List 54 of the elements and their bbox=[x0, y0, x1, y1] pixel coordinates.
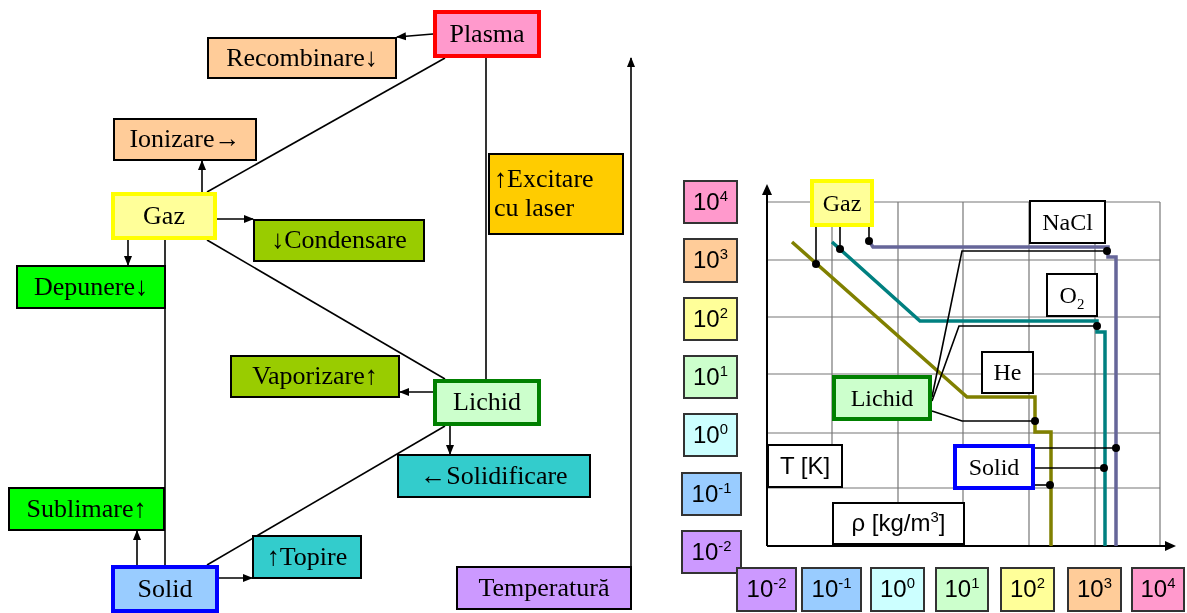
phase-curve bbox=[830, 240, 1107, 546]
connector-line bbox=[485, 57, 487, 380]
substance-label-box: He bbox=[981, 351, 1034, 394]
process-box: Sublimare↑ bbox=[8, 487, 165, 531]
process-box: Depunere↓ bbox=[16, 265, 166, 309]
state-box: Plasma bbox=[433, 10, 541, 58]
tick-box: 10$^{-1}$ bbox=[681, 472, 742, 516]
state-box: Gaz bbox=[111, 192, 217, 240]
connector-line bbox=[206, 57, 446, 193]
process-box: ↓Condensare bbox=[253, 219, 425, 262]
leader-line bbox=[931, 410, 1039, 425]
tick-box: 10$^{4}$ bbox=[1131, 567, 1185, 612]
connector-line bbox=[206, 425, 446, 566]
process-box: Vaporizare↑ bbox=[230, 355, 400, 398]
tick-box: 10$^{-2}$ bbox=[681, 530, 742, 574]
tick-box: 10$^{2}$ bbox=[683, 297, 738, 341]
tick-box: 10$^{0}$ bbox=[870, 567, 925, 612]
arrow bbox=[133, 530, 141, 566]
arrow bbox=[627, 57, 635, 567]
process-box: ↑Topire bbox=[252, 535, 362, 579]
tick-box: 10$^{1}$ bbox=[683, 355, 738, 399]
leader-line bbox=[1034, 481, 1054, 489]
tick-box: 10$^{-2}$ bbox=[736, 567, 797, 612]
state-box: Solid bbox=[111, 565, 219, 613]
connector-line bbox=[206, 239, 446, 380]
tick-box: 10$^{4}$ bbox=[683, 180, 738, 224]
state-box: Lichid bbox=[433, 379, 541, 426]
axis-label-box: Temperatură bbox=[456, 566, 632, 610]
tick-box: 10$^{3}$ bbox=[1067, 567, 1122, 612]
tick-box: 10$^{2}$ bbox=[1000, 567, 1055, 612]
arrow bbox=[446, 425, 454, 455]
tick-box: 10$^{3}$ bbox=[683, 238, 738, 283]
phase-label-box: Solid bbox=[953, 444, 1035, 490]
arrow bbox=[396, 32, 434, 41]
tick-box: 10$^{-1}$ bbox=[801, 567, 862, 612]
tick-box: 10$^{1}$ bbox=[935, 567, 989, 612]
process-box: ↑Excitare cu laser bbox=[488, 153, 624, 235]
arrow bbox=[216, 215, 254, 223]
process-box: Ionizare→ bbox=[113, 118, 257, 161]
arrow bbox=[218, 574, 253, 582]
arrow bbox=[124, 239, 132, 266]
arrow bbox=[399, 388, 434, 396]
process-box: Recombinare↓ bbox=[207, 37, 397, 79]
process-box: ←Solidificare bbox=[397, 454, 591, 498]
leader-line bbox=[836, 226, 844, 253]
leader-line bbox=[812, 226, 820, 268]
phase-label-box: Gaz bbox=[810, 179, 874, 227]
tick-box: 10$^{0}$ bbox=[683, 413, 738, 457]
leader-line bbox=[865, 226, 873, 245]
axis-label-box: T [K] bbox=[767, 444, 843, 488]
leader-line bbox=[1034, 444, 1120, 452]
arrow bbox=[198, 160, 206, 193]
substance-label-box: NaCl bbox=[1029, 200, 1106, 244]
leader-line bbox=[1034, 464, 1108, 472]
